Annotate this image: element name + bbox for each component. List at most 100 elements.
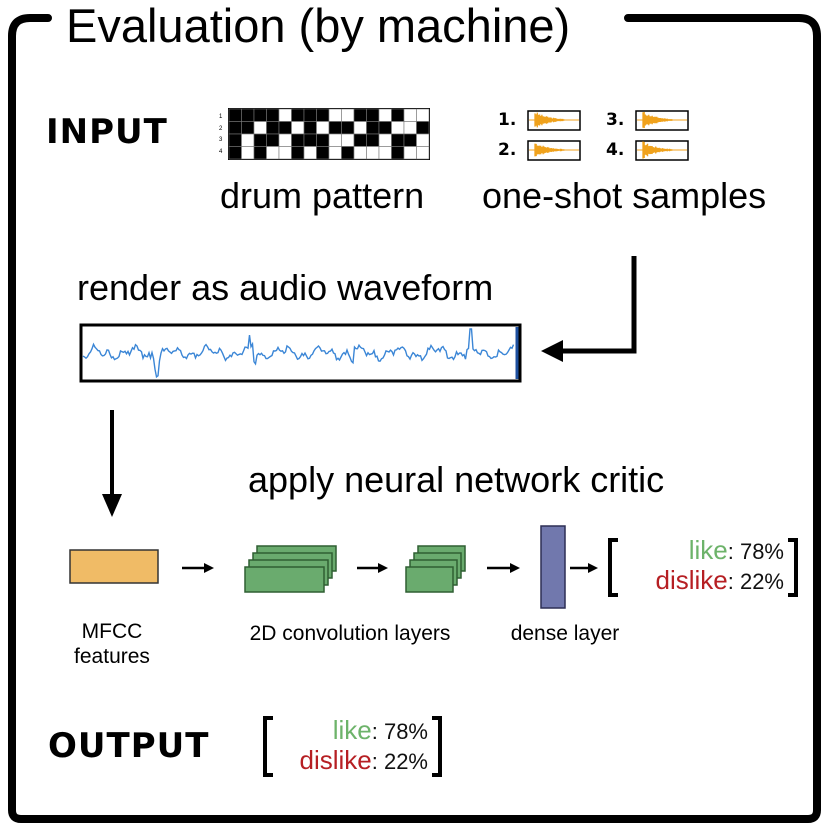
conv-to-dense-arrow: [487, 563, 520, 573]
drum-cell: [316, 133, 330, 147]
waveform-to-mfcc-arrowhead: [102, 494, 122, 517]
drum-cell: [391, 121, 405, 135]
output-dislike-label: dislike: [299, 745, 372, 775]
samples-to-waveform-arrow: [560, 256, 637, 354]
drum-row-numbers: 1 2 3 4: [219, 112, 222, 158]
drum-row-number: 3: [219, 137, 223, 143]
drum-cell: [303, 121, 317, 135]
drum-cell: [291, 146, 305, 160]
drum-cell: [278, 146, 292, 160]
critic-dislike-value: : 22%: [727, 569, 784, 594]
drum-cell: [391, 146, 405, 160]
drum-pattern-label: drum pattern: [220, 175, 425, 216]
sample-number-1: 1.: [498, 110, 517, 130]
drum-cell: [341, 108, 355, 122]
drum-cell: [266, 133, 280, 147]
conv-layer-stack-1: [244, 545, 337, 593]
drum-cell: [241, 146, 255, 160]
drum-cell: [241, 121, 255, 135]
critic-like-value: : 78%: [727, 539, 784, 564]
drum-cell: [278, 133, 292, 147]
sample-number-4: 4.: [606, 140, 625, 160]
drum-cell: [378, 133, 392, 147]
output-bracket-right: [432, 716, 442, 777]
drum-row-number: 2: [219, 125, 223, 132]
drum-cell: [328, 146, 342, 160]
dense-layer-box: [540, 525, 566, 609]
mfcc-label-line1: MFCC: [81, 620, 143, 643]
output-result: like: 78% dislike: 22%: [272, 716, 428, 776]
drum-cell: [366, 121, 380, 135]
mfcc-features-box: [69, 549, 159, 584]
drum-cell: [266, 108, 280, 122]
output-heading: OUTPUT: [48, 726, 210, 766]
drum-cell: [403, 133, 417, 147]
output-dislike-value: : 22%: [371, 749, 428, 774]
drum-cell: [353, 121, 367, 135]
drum-cell: [378, 146, 392, 160]
drum-cell: [278, 108, 292, 122]
sample-number-3: 3.: [606, 110, 625, 130]
drum-cell: [391, 108, 405, 122]
critic-like-label: like: [688, 535, 728, 565]
drum-cell: [291, 133, 305, 147]
page-title: Evaluation (by machine): [66, 0, 571, 52]
drum-cell: [378, 121, 392, 135]
drum-cell: [341, 121, 355, 135]
drum-cell: [353, 133, 367, 147]
drum-cell: [253, 133, 267, 147]
input-heading: INPUT: [46, 112, 168, 152]
conv-label: 2D convolution layers: [249, 622, 451, 645]
drum-cell: [291, 121, 305, 135]
drum-cell: [253, 146, 267, 160]
mfcc-label: MFCC features: [52, 619, 172, 669]
drum-cell: [416, 108, 430, 122]
conv-to-conv-arrow: [357, 563, 388, 573]
mfcc-to-conv-arrow: [182, 563, 214, 573]
drum-pattern-grid: [228, 108, 430, 160]
samples-label: one-shot samples: [482, 175, 767, 216]
drum-cell: [316, 108, 330, 122]
drum-cell: [353, 108, 367, 122]
result-bracket-left: [608, 538, 618, 597]
drum-cell: [228, 108, 242, 122]
drum-cell: [416, 121, 430, 135]
drum-cell: [253, 121, 267, 135]
drum-cell: [328, 121, 342, 135]
output-bracket-left: [263, 716, 273, 777]
render-label: render as audio waveform: [77, 267, 494, 308]
conv-layer-stack-2: [405, 545, 466, 593]
sample-thumbnail-4: [635, 140, 689, 161]
drum-cell: [353, 146, 367, 160]
sample-number-2: 2.: [498, 140, 517, 160]
drum-cell: [366, 108, 380, 122]
drum-cell: [228, 121, 242, 135]
drum-cell: [241, 133, 255, 147]
dense-to-result-arrow: [570, 563, 598, 573]
drum-cell: [403, 108, 417, 122]
dense-label: dense layer: [510, 622, 620, 645]
drum-cell: [416, 133, 430, 147]
result-bracket-right: [788, 538, 798, 597]
sample-thumbnail-1: [527, 110, 581, 131]
samples-to-waveform-arrowhead: [541, 340, 563, 362]
drum-cell: [241, 108, 255, 122]
critic-label: apply neural network critic: [248, 459, 665, 500]
drum-cell: [266, 121, 280, 135]
drum-cell: [316, 121, 330, 135]
output-like-value: : 78%: [371, 719, 428, 744]
drum-cell: [341, 133, 355, 147]
drum-cell: [378, 108, 392, 122]
drum-cell: [416, 146, 430, 160]
drum-cell: [228, 146, 242, 160]
drum-cell: [366, 133, 380, 147]
drum-cell: [328, 108, 342, 122]
drum-cell: [403, 121, 417, 135]
output-like-label: like: [332, 715, 372, 745]
drum-row-number: 1: [219, 114, 223, 120]
critic-result: like: 78% dislike: 22%: [620, 536, 784, 596]
critic-dislike-label: dislike: [655, 565, 728, 595]
drum-cell: [328, 133, 342, 147]
critic-like-row: like: 78%: [620, 536, 784, 566]
mfcc-label-line2: features: [74, 645, 150, 668]
